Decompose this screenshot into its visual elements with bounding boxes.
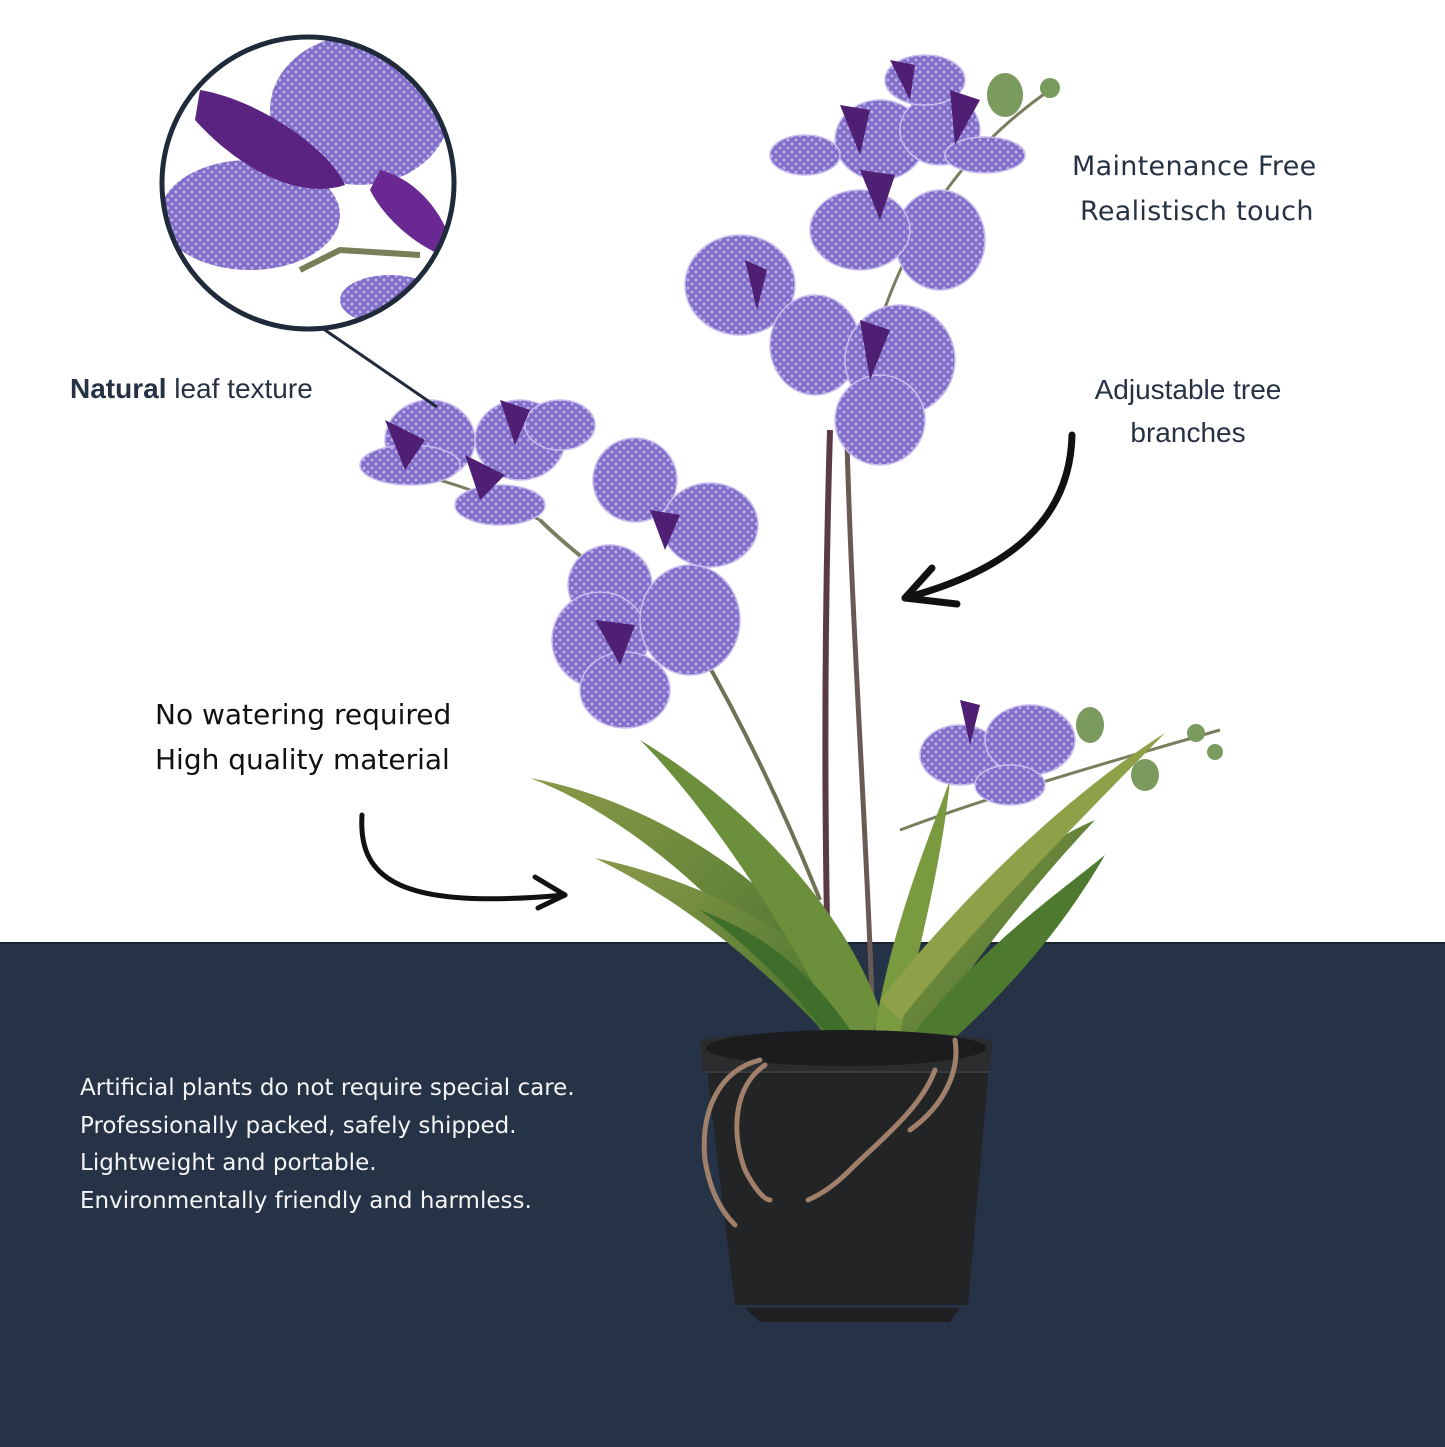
magnifier-detail-circle-icon [159,34,457,409]
curved-arrow-left-icon [901,431,1076,608]
benefit-item: Lightweight and portable. [80,1150,377,1176]
feature-adjustable-line1: Adjustable tree [1094,374,1282,405]
benefit-item: Artificial plants do not require special… [80,1075,575,1101]
curved-arrow-right-icon [359,812,568,911]
feature-natural-rest: leaf texture [166,373,313,404]
feature-watering-line2: High quality material [155,743,450,776]
feature-realistic-line2: Realistisch touch [1080,196,1314,227]
feature-maintenance: Maintenance Free Realistisch touch [1072,144,1317,234]
benefit-item: Environmentally friendly and harmless. [80,1187,532,1214]
benefits-list: Artificial plants do not require special… [80,1070,575,1220]
feature-natural-bold: Natural [70,373,167,404]
feature-adjustable-line2: branches [1130,417,1246,448]
feature-watering: No watering required High quality materi… [155,692,451,782]
feature-adjustable-branches: Adjustable tree branches [1072,368,1304,454]
feature-watering-line1: No watering required [155,698,452,731]
feature-natural-texture: Natural leaf texture [70,369,313,409]
feature-maintenance-line1: Maintenance Free [1072,151,1317,182]
benefit-item: Professionally packed, safely shipped. [80,1112,517,1139]
